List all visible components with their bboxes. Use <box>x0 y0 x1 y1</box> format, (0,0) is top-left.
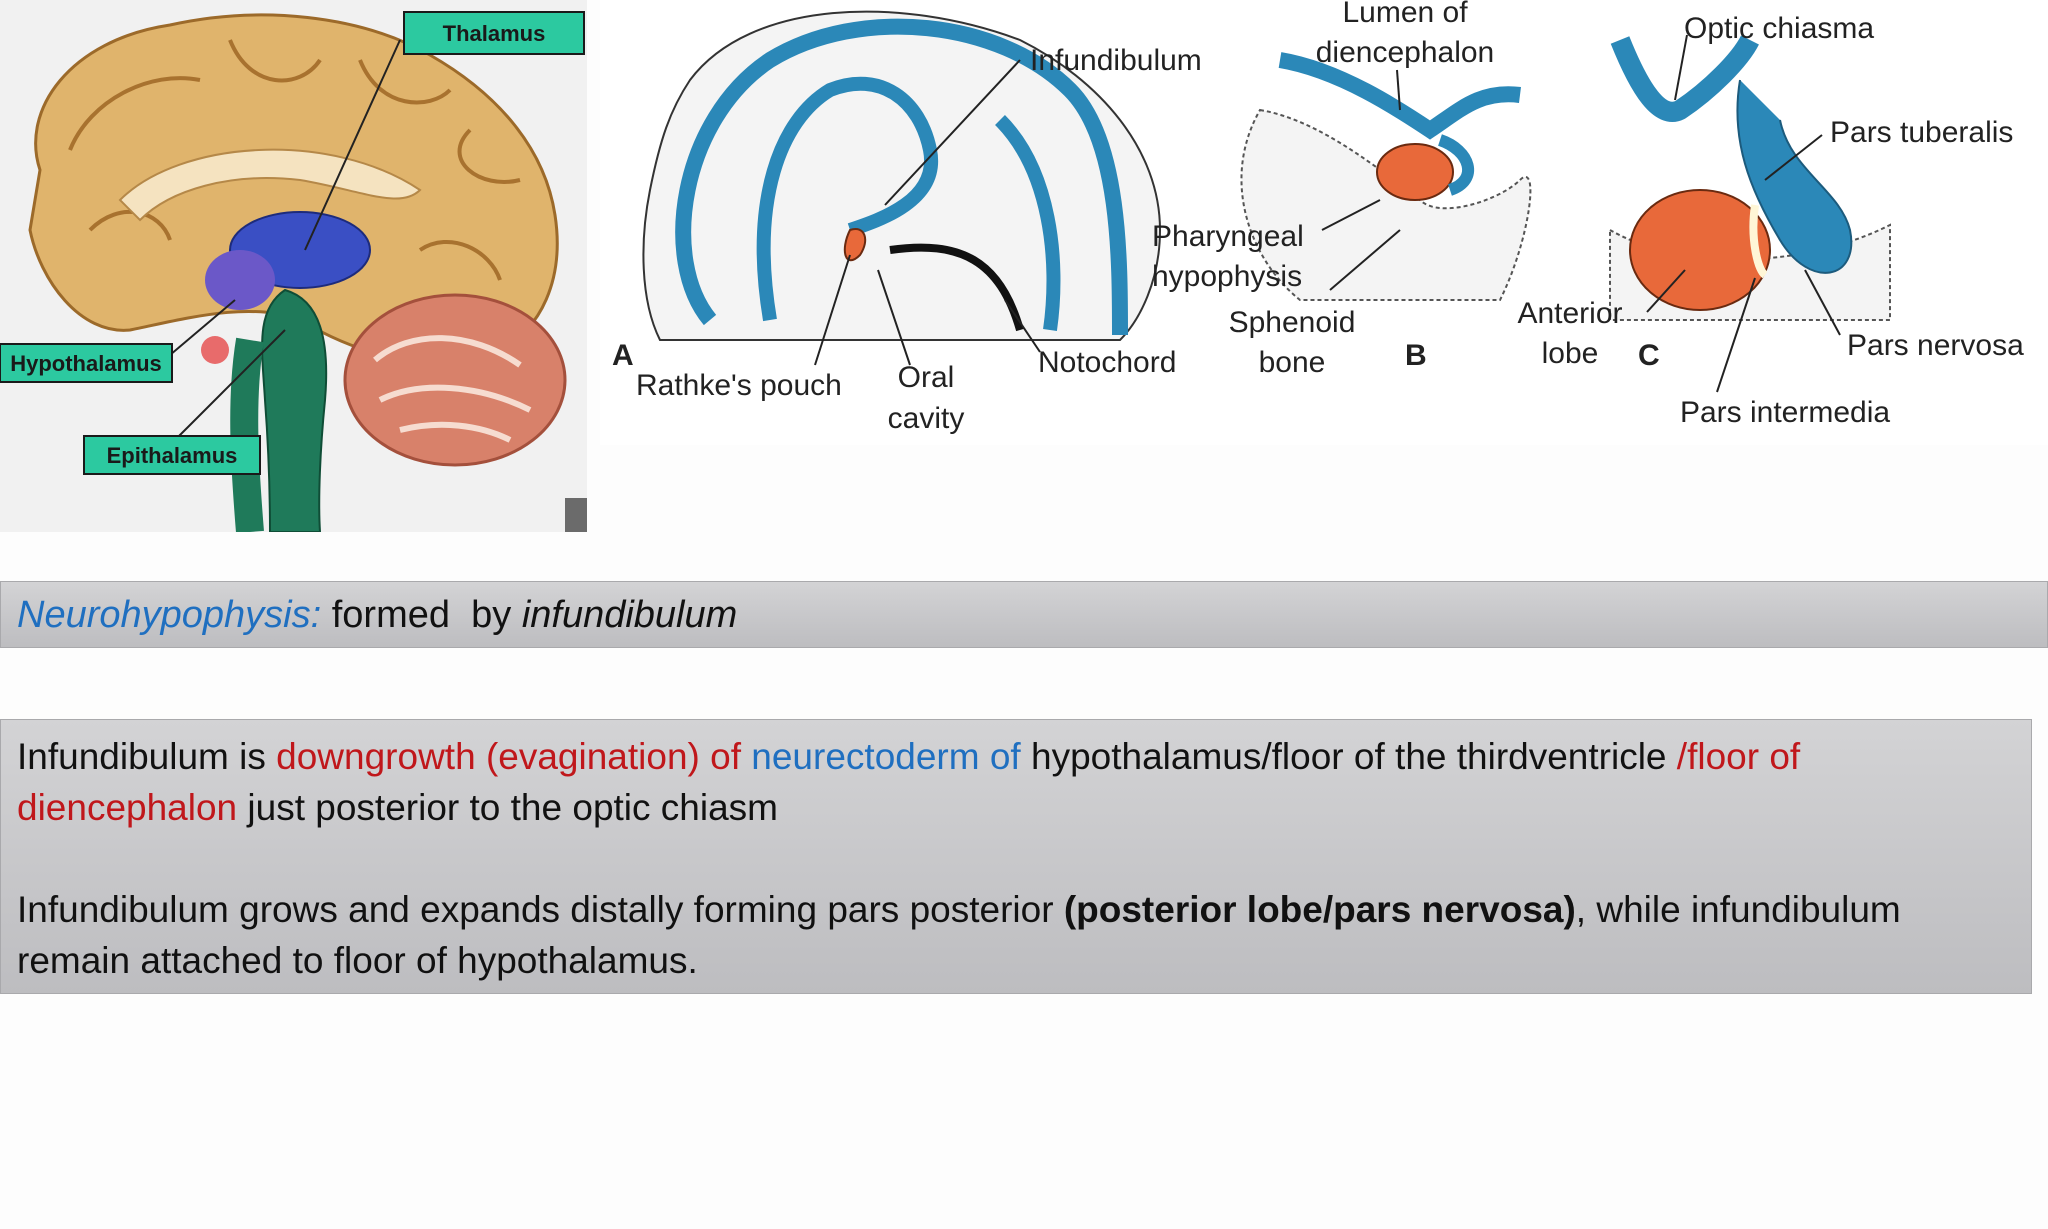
panel-b-neural-tube <box>1278 52 1521 140</box>
brain-sagittal-figure: Thalamus Hypothalamus Epithalamus <box>0 0 587 532</box>
hypothalamus-label-box <box>0 343 173 383</box>
infundibulum-leader <box>884 59 1021 206</box>
rathkes-pouch-label: Rathke's pouch <box>636 369 842 402</box>
anterior-lobe-label-line2: lobe <box>1542 337 1599 370</box>
lumen-leader <box>1396 69 1401 111</box>
embryo-illustration: Infundibulum Lumen of diencephalon Optic… <box>612 0 2024 435</box>
p2-lead: Infundibulum grows and expands distally … <box>17 889 1064 930</box>
notochord-label: Notochord <box>1038 346 1176 379</box>
pars-nervosa-label: Pars nervosa <box>1847 329 2024 362</box>
arbor-vitae <box>373 335 532 443</box>
anterior-lobe-leader <box>1646 269 1686 313</box>
panel-a-rathkes-pouch <box>843 228 867 262</box>
panel-a-outline <box>642 10 1162 341</box>
thalamus-label-box <box>403 11 585 55</box>
hypothalamus-leader <box>169 299 236 356</box>
thalamus-label: Thalamus <box>443 21 546 46</box>
panel-c-letter: C <box>1638 339 1660 372</box>
lumen-label-line2: diencephalon <box>1316 36 1495 69</box>
panel-a-inner-tube <box>994 115 1061 331</box>
title-bar: Neurohypophysis: formed by infundibulum <box>0 581 2048 648</box>
oral-cavity-label-line2: cavity <box>888 402 965 435</box>
lumen-label-line1: Lumen of <box>1342 0 1468 29</box>
brainstem <box>261 288 328 532</box>
paragraph-2: Infundibulum grows and expands distally … <box>17 884 2015 986</box>
paragraph-1: Infundibulum is downgrowth (evagination)… <box>17 731 2015 833</box>
p2-posterior-lobe: (posterior lobe/pars nervosa) <box>1063 889 1576 930</box>
title-source: infundibulum <box>521 594 738 636</box>
pars-intermedia-leader <box>1716 277 1756 393</box>
panel-a-notochord <box>889 243 1024 332</box>
epithalamus-label: Epithalamus <box>107 443 238 468</box>
cerebellum <box>343 293 567 467</box>
p1-downgrowth: downgrowth (evagination) of <box>276 736 752 777</box>
panel-b-infundibulum <box>1437 134 1475 196</box>
hypothalamus-label: Hypothalamus <box>10 351 162 376</box>
pars-intermedia-label: Pars intermedia <box>1680 396 1890 429</box>
panel-b-letter: B <box>1405 339 1427 372</box>
oral-cavity-leader <box>877 269 911 366</box>
sphenoid-label-line1: Sphenoid <box>1229 306 1356 339</box>
hypothalamus-region <box>205 250 275 310</box>
corpus-callosum <box>118 148 422 222</box>
pharyngeal-label-line1: Pharyngeal <box>1152 220 1304 253</box>
brain-illustration: Thalamus Hypothalamus Epithalamus <box>0 11 587 532</box>
optic-chiasma-leader <box>1674 34 1688 101</box>
panel-a-neural-tube <box>675 18 1128 336</box>
optic-chiasma-label: Optic chiasma <box>1684 12 1874 45</box>
pharyngeal-label-line2: hypophysis <box>1152 260 1302 293</box>
corner-marker <box>565 498 587 532</box>
sphenoid-label-line2: bone <box>1259 346 1326 379</box>
sphenoid-leader <box>1329 229 1401 291</box>
panel-b-sphenoid <box>1240 108 1532 301</box>
pars-tuberalis-leader <box>1764 134 1823 181</box>
rathkes-pouch-leader <box>814 254 851 366</box>
p2-tail: , while infundibulum remain attached to … <box>17 889 1901 981</box>
title-term: Neurohypophysis: <box>17 594 322 636</box>
p1-lead: Infundibulum is <box>17 736 277 777</box>
panel-c-anterior-lobe <box>1629 189 1771 311</box>
panel-c-cleft <box>1749 204 1768 279</box>
p1-diencephalon: /floor of diencephalon <box>17 736 1801 828</box>
title-text: formed by <box>321 594 522 636</box>
panel-c-pars-nervosa <box>1736 79 1853 274</box>
p1-neurectoderm: neurectoderm of <box>751 736 1031 777</box>
pars-tuberalis-label: Pars tuberalis <box>1830 116 2013 149</box>
infundibulum-label: Infundibulum <box>1030 44 1202 77</box>
body-text-box: Infundibulum is downgrowth (evagination)… <box>0 719 2032 994</box>
panel-c-optic-chiasma <box>1610 35 1759 122</box>
epithalamus-label-box <box>83 435 261 475</box>
oral-cavity-label-line1: Oral <box>898 361 955 394</box>
p1-hypothalamus: hypothalamus/floor of the thirdventricle <box>1031 736 1677 777</box>
anterior-lobe-label-line1: Anterior <box>1517 297 1622 330</box>
brain-gyri <box>68 39 521 281</box>
pharyngeal-leader <box>1321 199 1381 231</box>
notochord-leader <box>1004 299 1041 353</box>
epithalamus-leader <box>174 329 286 441</box>
pars-nervosa-leader <box>1804 269 1841 336</box>
p1-tail: just posterior to the optic chiasm <box>237 787 778 828</box>
pituitary <box>201 336 229 364</box>
panel-b-anterior-lobe <box>1376 143 1454 201</box>
panel-a-infundibulum <box>756 76 939 322</box>
panel-a-letter: A <box>612 339 634 372</box>
thalamus-leader <box>304 39 401 251</box>
pituitary-development-figure: Infundibulum Lumen of diencephalon Optic… <box>600 0 2048 445</box>
